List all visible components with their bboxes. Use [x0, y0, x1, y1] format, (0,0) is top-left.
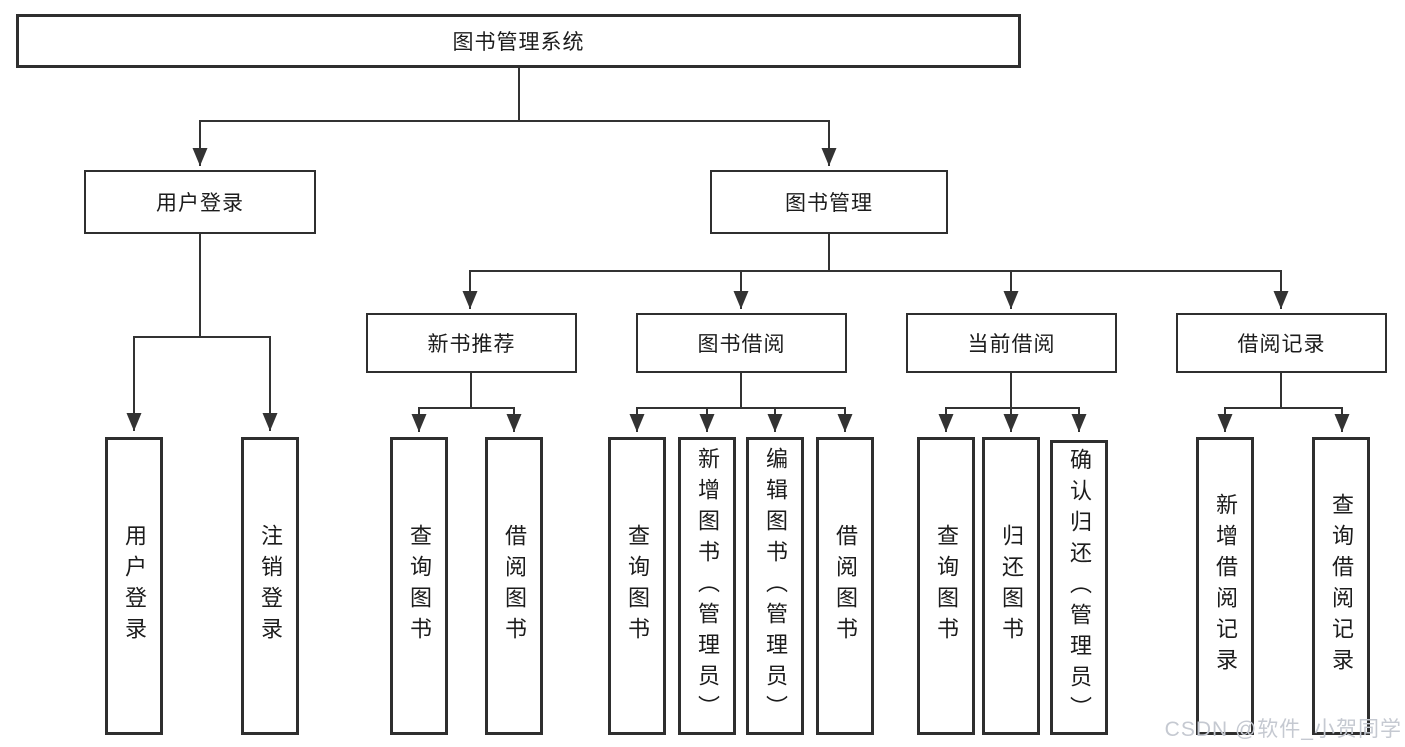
- leaf-query-books-1: 查询图书: [390, 437, 448, 735]
- leaf-user-login: 用户登录: [105, 437, 163, 735]
- node-current-borrow: 当前借阅: [906, 313, 1117, 373]
- leaf-borrow-books-1: 借阅图书: [485, 437, 543, 735]
- connectors-borrow-records: [1217, 373, 1350, 432]
- node-book-borrow: 图书借阅: [636, 313, 847, 373]
- leaf-return-books-label: 归还图书: [999, 524, 1024, 648]
- leaf-query-books-3: 查询图书: [917, 437, 975, 735]
- csdn-watermark: CSDN @软件_小贺同学: [1164, 718, 1402, 741]
- leaf-user-login-label: 用户登录: [122, 524, 147, 648]
- node-user-login: 用户登录: [84, 170, 316, 234]
- leaf-query-books-3-label: 查询图书: [934, 524, 959, 648]
- leaf-add-books-admin: 新增图书（管理员）: [678, 437, 736, 735]
- leaf-logout-label: 注销登录: [258, 524, 283, 648]
- connectors-book-borrow: [629, 373, 853, 432]
- node-root-library-system: 图书管理系统: [16, 14, 1021, 68]
- connectors-new-book: [411, 373, 522, 432]
- leaf-add-books-admin-label: 新增图书（管理员）: [695, 446, 720, 726]
- leaf-edit-books-admin: 编辑图书（管理员）: [746, 437, 804, 735]
- leaf-add-borrow-record: 新增借阅记录: [1196, 437, 1254, 735]
- leaf-query-borrow-record: 查询借阅记录: [1312, 437, 1370, 735]
- leaf-query-books-1-label: 查询图书: [407, 524, 432, 648]
- leaf-add-borrow-record-label: 新增借阅记录: [1213, 493, 1238, 679]
- node-book-management: 图书管理: [710, 170, 948, 234]
- leaf-logout: 注销登录: [241, 437, 299, 735]
- leaf-confirm-return-admin-label: 确认归还（管理员）: [1067, 448, 1092, 727]
- connectors-book-management: [462, 234, 1289, 309]
- node-borrow-records: 借阅记录: [1176, 313, 1387, 373]
- connectors-root: [192, 68, 837, 166]
- leaf-edit-books-admin-label: 编辑图书（管理员）: [763, 446, 788, 726]
- node-new-book-recommend: 新书推荐: [366, 313, 577, 373]
- leaf-return-books: 归还图书: [982, 437, 1040, 735]
- leaf-query-books-2: 查询图书: [608, 437, 666, 735]
- connectors-user-login: [126, 234, 278, 431]
- leaf-confirm-return-admin: 确认归还（管理员）: [1050, 440, 1108, 735]
- leaf-query-borrow-record-label: 查询借阅记录: [1329, 493, 1354, 679]
- leaf-borrow-books-2: 借阅图书: [816, 437, 874, 735]
- leaf-query-books-2-label: 查询图书: [625, 524, 650, 648]
- connectors-current-borrow: [938, 373, 1087, 432]
- leaf-borrow-books-2-label: 借阅图书: [833, 524, 858, 648]
- leaf-borrow-books-1-label: 借阅图书: [502, 524, 527, 648]
